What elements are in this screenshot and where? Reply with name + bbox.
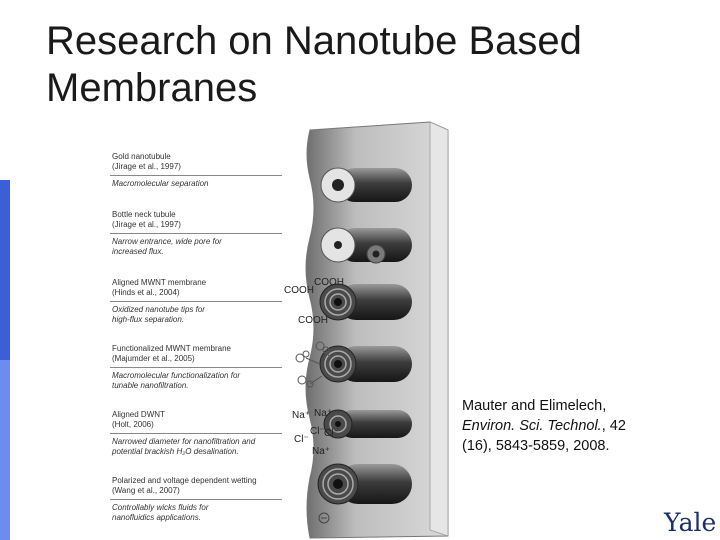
chloride-ion-label: Cl⁻: [324, 428, 339, 439]
chloride-ion-label: Cl⁻: [310, 426, 325, 437]
membrane-slab-edge: [429, 121, 449, 537]
entry-name: Gold nanotubule (Jirage et al., 1997): [112, 152, 181, 171]
entry-bottle-neck-tubule: Bottle neck tubule (Jirage et al., 1997)…: [110, 210, 282, 256]
nanotube-bore: [332, 179, 344, 191]
nanotube-wall: [327, 473, 349, 495]
nanotube-body: [338, 284, 412, 320]
nanotube-body: [338, 464, 412, 504]
electrode-icon: [318, 512, 330, 524]
entry-name: Polarized and voltage dependent wetting …: [112, 476, 257, 495]
divider: [110, 301, 282, 302]
nanotube-wall: [324, 350, 352, 378]
nanotube-wall: [329, 415, 347, 433]
nanotube-outlet-bore: [372, 250, 380, 258]
carboxyl-label: COOH: [298, 315, 328, 326]
citation-source: Environ. Sci. Technol., 42: [462, 416, 702, 436]
membrane-figure: COOH COOH COOH Na⁺ Na⁺ Na⁺ Cl⁻ Cl⁻ Cl⁻: [284, 121, 449, 539]
entry-name: Aligned MWNT membrane (Hinds et al., 200…: [112, 278, 207, 297]
nanotube-bore: [333, 479, 343, 489]
carboxyl-label: COOH: [284, 285, 314, 296]
nanotube-body: [338, 168, 412, 202]
nanotube-wall: [324, 288, 352, 316]
functional-group-icon: [295, 341, 331, 388]
entry-description: Controllably wicks fluids for nanofluidi…: [112, 503, 209, 522]
entry-description: Oxidized nanotube tips for high-flux sep…: [112, 305, 205, 324]
sodium-ion-label: Na⁺: [292, 410, 310, 421]
entry-aligned-dwnt: Aligned DWNT (Holt, 2006) Narrowed diame…: [110, 410, 282, 456]
citation: Mauter and Elimelech, Environ. Sci. Tech…: [462, 396, 702, 456]
citation-journal: Environ. Sci. Technol.: [462, 418, 602, 434]
nanotube-bore: [335, 421, 341, 427]
carboxyl-label: COOH: [314, 277, 344, 288]
sodium-ion-label: Na⁺: [314, 408, 332, 419]
citation-details: (16), 5843-5859, 2008.: [462, 438, 610, 454]
divider: [110, 499, 282, 500]
sodium-ion-label: Na⁺: [312, 446, 330, 457]
entry-name: Aligned DWNT (Holt, 2006): [112, 410, 165, 429]
nanotube-bore: [334, 241, 342, 249]
divider: [110, 367, 282, 368]
slide-title: Research on Nanotube Based Membranes: [46, 19, 582, 110]
accent-bar-upper: [0, 180, 10, 360]
entry-description: Narrowed diameter for nanofiltration and…: [112, 437, 256, 456]
yale-logo: Yale: [664, 508, 717, 537]
accent-bar-lower: [0, 360, 10, 540]
entry-gold-nanotubule: Gold nanotubule (Jirage et al., 1997) Ma…: [110, 152, 282, 188]
nanotube-wall: [329, 355, 347, 373]
chloride-ion-label: Cl⁻: [294, 434, 309, 445]
nanotube-body: [338, 346, 412, 382]
divider: [110, 233, 282, 234]
entry-description: Macromolecular functionalization for tun…: [112, 371, 241, 390]
divider: [110, 433, 282, 434]
citation-volume: , 42: [601, 418, 626, 434]
entry-name: Functionalized MWNT membrane (Majumder e…: [112, 344, 232, 363]
nanotube-wall: [322, 468, 354, 500]
entry-name: Bottle neck tubule (Jirage et al., 1997): [112, 210, 181, 229]
entry-description: Narrow entrance, wide pore for increased…: [112, 237, 222, 256]
divider: [110, 175, 282, 176]
entry-aligned-mwnt: Aligned MWNT membrane (Hinds et al., 200…: [110, 278, 282, 324]
citation-authors: Mauter and Elimelech,: [462, 398, 607, 414]
nanotube-body: [338, 410, 412, 438]
nanotube-wall: [329, 293, 347, 311]
nanotube-bore: [334, 360, 342, 368]
entry-polarized-wetting: Polarized and voltage dependent wetting …: [110, 476, 282, 522]
entry-functionalized-mwnt: Functionalized MWNT membrane (Majumder e…: [110, 344, 282, 390]
entry-description: Macromolecular separation: [112, 179, 209, 188]
nanotube-bore: [334, 298, 342, 306]
